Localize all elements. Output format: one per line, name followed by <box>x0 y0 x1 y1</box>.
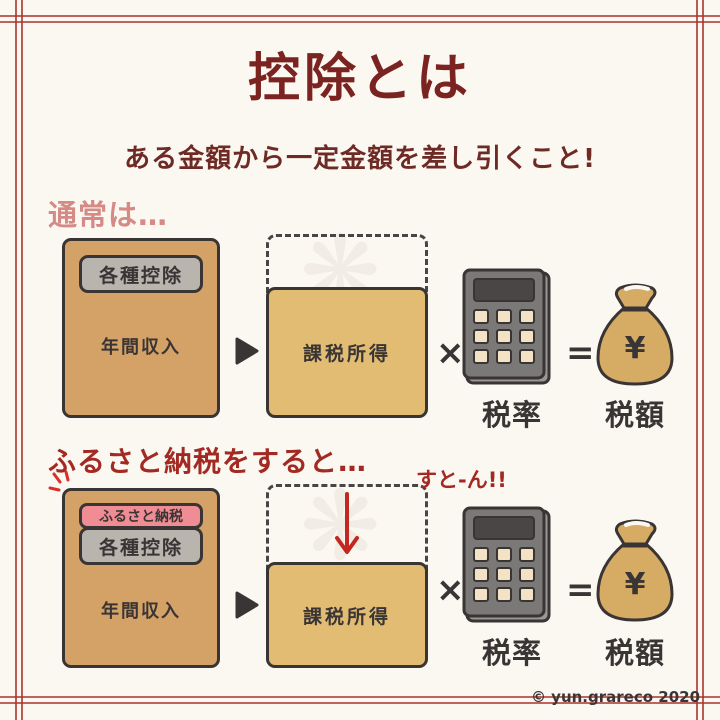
deduction-box: 各種控除 <box>79 527 203 565</box>
multiply-symbol: × <box>436 333 465 373</box>
copyright-icon: © <box>530 688 546 706</box>
furusato-tax-label: ふるさと納税 <box>99 509 183 525</box>
taxable-income-label: 課税所得 <box>302 605 391 628</box>
arrow-right-icon <box>235 591 259 619</box>
taxable-income-label: 課税所得 <box>302 343 391 365</box>
credit-text: yun.grareco 2020 <box>551 688 700 706</box>
drop-effect-text: すと-ん!! <box>416 468 507 492</box>
equals-symbol: = <box>566 570 595 610</box>
deduction-label: 各種控除 <box>98 264 183 287</box>
yen-symbol: ¥ <box>625 567 646 602</box>
calculator-icon <box>462 268 551 385</box>
multiply-symbol: × <box>436 570 465 610</box>
arrow-down-icon <box>335 492 359 554</box>
furusato-tax-box: ふるさと納税 <box>79 503 203 529</box>
taxable-income-box: 課税所得 <box>266 562 428 668</box>
page-title: 控除とは <box>247 49 472 109</box>
money-bag-icon: ¥ <box>596 519 674 622</box>
yen-symbol: ¥ <box>625 331 646 366</box>
calculator-icon <box>462 506 551 623</box>
deduction-label: 各種控除 <box>98 536 183 559</box>
taxable-income-dashed-outline <box>266 234 428 304</box>
tax-amount-label: 税額 <box>604 636 665 670</box>
page-subtitle: ある金額から一定金額を差し引くこと! <box>124 144 596 174</box>
credit-line: © yun.grareco 2020 <box>531 688 700 706</box>
annual-income-label: 年間収入 <box>101 601 181 622</box>
section-normal-heading: 通常は… <box>48 198 169 232</box>
section-furusato-heading: ふるさと納税をすると… <box>48 445 368 478</box>
money-bag-icon: ¥ <box>596 283 674 386</box>
annual-income-box: ふるさと納税 各種控除 年間収入 <box>62 488 220 668</box>
annual-income-label: 年間収入 <box>101 337 181 358</box>
taxable-income-dashed-outline <box>266 484 428 574</box>
tax-amount-label: 税額 <box>604 398 665 432</box>
annual-income-box: 各種控除 年間収入 <box>62 238 220 418</box>
emphasis-marks-icon <box>48 470 70 492</box>
arrow-right-icon <box>235 337 259 365</box>
equals-symbol: = <box>566 333 595 373</box>
taxable-income-box: 課税所得 <box>266 287 428 418</box>
tax-rate-label: 税率 <box>481 398 542 432</box>
tax-rate-label: 税率 <box>481 636 542 670</box>
deduction-box: 各種控除 <box>79 255 203 293</box>
